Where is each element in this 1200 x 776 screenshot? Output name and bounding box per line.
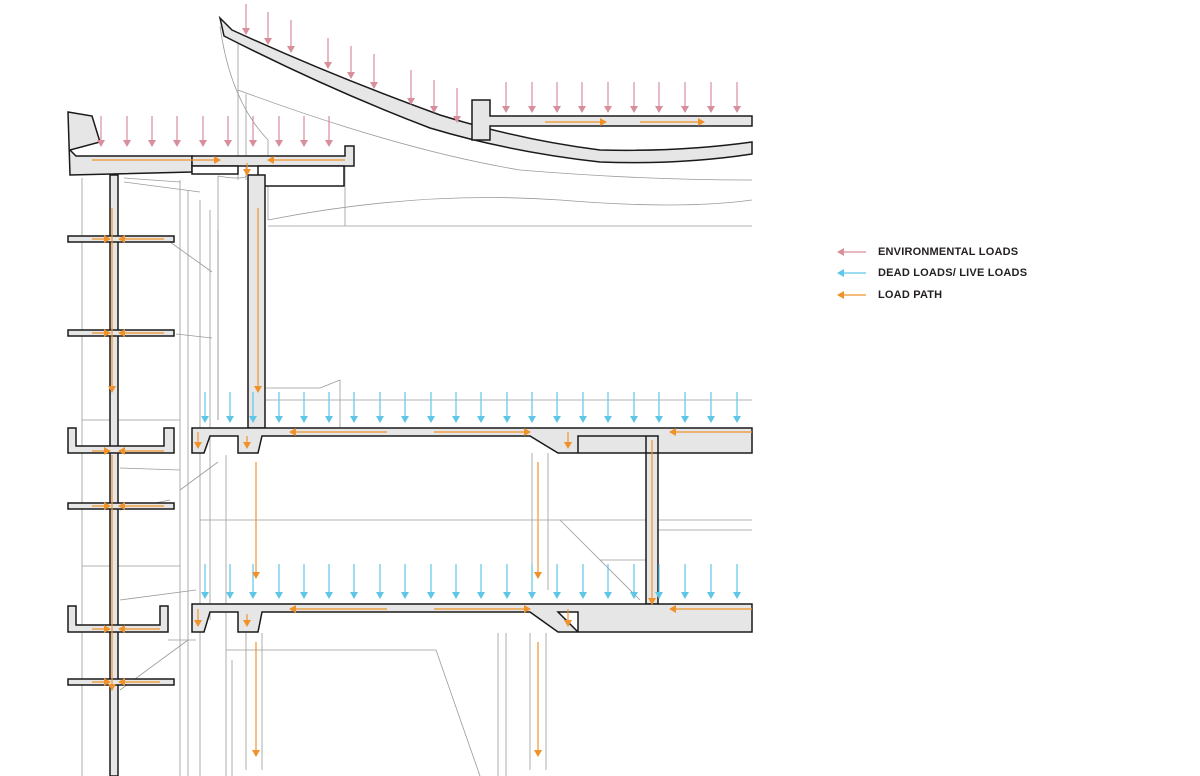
legend-item-environmental: ENVIRONMENTAL LOADS [837, 246, 1018, 258]
floor-slab-2 [191, 603, 753, 633]
left-facade-column [109, 174, 119, 776]
balcony-slab-5 [67, 605, 169, 633]
balcony-slab-3 [67, 427, 175, 454]
upper-right-roof-slab [471, 99, 753, 141]
roof-beam-right [257, 165, 345, 187]
roof-slab-center [191, 145, 355, 167]
building-section-structure [67, 15, 753, 776]
legend-dead-live-label: DEAD LOADS/ LIVE LOADS [878, 267, 1027, 279]
left-roof-slab [67, 111, 193, 176]
environmental-load-arrows [97, 4, 741, 147]
roof-beam-left [191, 165, 239, 175]
upper-roof-shell [218, 15, 753, 164]
legend: ENVIRONMENTAL LOADS DEAD LOADS/ LIVE LOA… [837, 246, 1027, 301]
perspective-context-lines [81, 25, 753, 776]
legend-load-path-label: LOAD PATH [878, 289, 942, 301]
dead-live-load-arrows [201, 392, 741, 599]
floor-slab-1 [191, 427, 753, 605]
central-wall-curve [217, 175, 249, 179]
legend-item-dead-live: DEAD LOADS/ LIVE LOADS [837, 267, 1027, 279]
load-path-arrows [92, 118, 752, 757]
central-wall [247, 174, 266, 429]
legend-item-load-path: LOAD PATH [837, 289, 942, 301]
legend-environmental-label: ENVIRONMENTAL LOADS [878, 246, 1018, 258]
